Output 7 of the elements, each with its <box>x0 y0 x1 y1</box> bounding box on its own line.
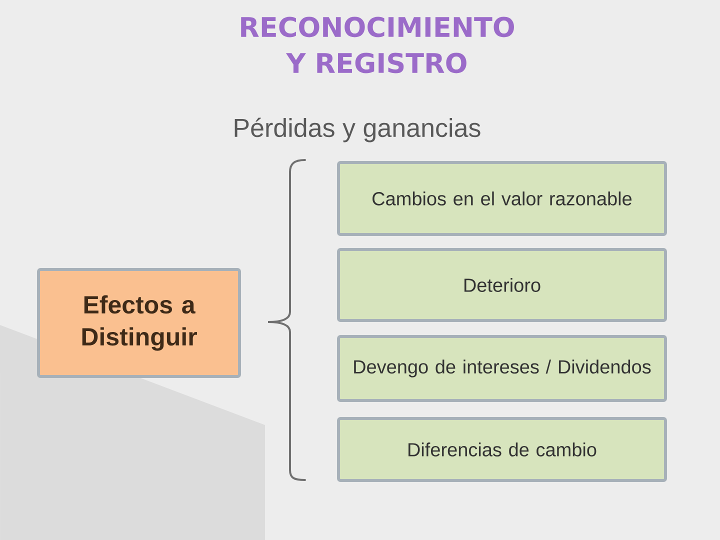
process-box: Deterioro <box>337 248 667 322</box>
process-box: Diferencias de cambio <box>337 416 667 482</box>
process-box: Efectos a Distinguir <box>37 268 241 378</box>
subtitle: Pérdidas y ganancias <box>234 118 480 142</box>
process-box: Devengo de intereses / Dividendos <box>337 334 667 402</box>
process-box: Cambios en el valor razonable <box>337 161 667 236</box>
slide-title: RECONOCIMIENTO Y REGISTRO <box>241 16 514 74</box>
